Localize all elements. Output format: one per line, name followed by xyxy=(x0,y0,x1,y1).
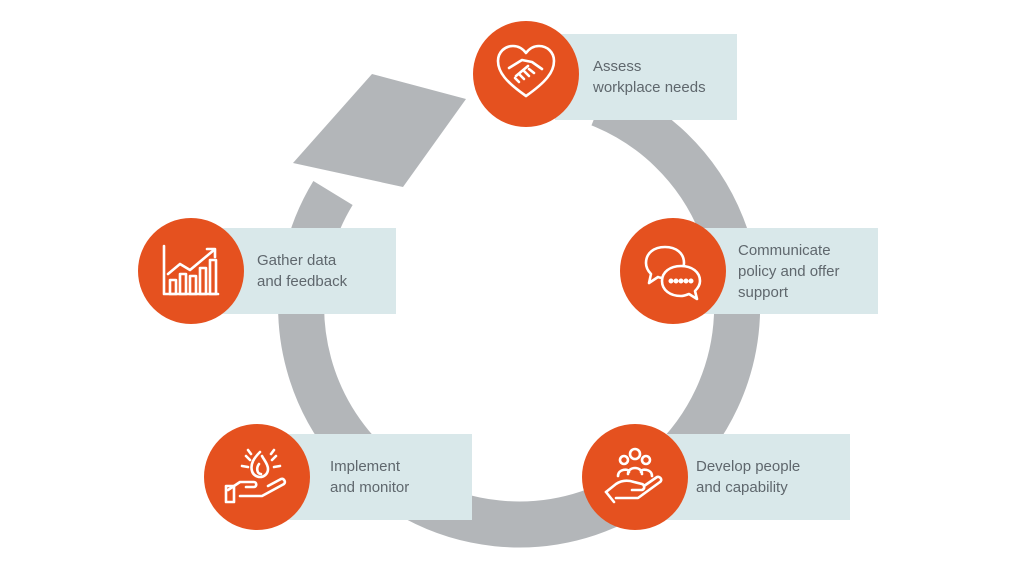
growth-chart-icon xyxy=(162,244,220,296)
step-communicate-circle xyxy=(620,218,726,324)
step-develop-circle xyxy=(582,424,688,530)
step-assess-label: Assess workplace needs xyxy=(593,58,706,96)
step-gather-box: Gather data and feedback xyxy=(218,228,396,314)
step-gather-label: Gather data and feedback xyxy=(257,252,348,290)
step-implement-circle xyxy=(204,424,310,530)
cycle-ring xyxy=(278,82,761,548)
speech-bubbles-icon xyxy=(644,245,702,301)
step-communicate-label: Communicate policy and offer support xyxy=(738,241,840,301)
step-assess-circle xyxy=(473,21,579,127)
step-implement-label: Implement and monitor xyxy=(330,458,410,496)
step-assess-box: Assess workplace needs xyxy=(555,34,737,120)
hand-holding-people-icon xyxy=(604,447,663,504)
step-develop-box: Develop people and capability xyxy=(660,434,850,520)
step-communicate-box: Communicate policy and offer support xyxy=(696,228,878,314)
step-develop-label: Develop people and capability xyxy=(696,458,801,496)
step-implement-box: Implement and monitor xyxy=(284,434,472,520)
hand-holding-flame-icon xyxy=(224,448,287,504)
cycle-arrowhead xyxy=(293,74,466,187)
step-gather-circle xyxy=(138,218,244,324)
heart-handshake-icon xyxy=(496,44,556,98)
